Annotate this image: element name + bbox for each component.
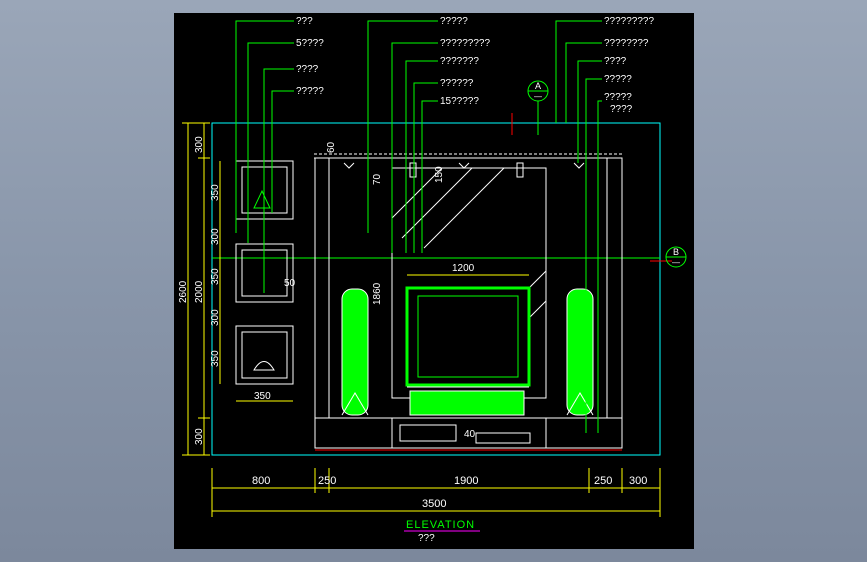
dim-250-left: 250 xyxy=(318,475,336,487)
callouts-center: ????? ????????? ??????? ?????? 15????? xyxy=(440,16,490,107)
callout-center-2: ????????? xyxy=(440,38,490,49)
svg-text:—: — xyxy=(534,92,542,101)
callout-center-5: 15????? xyxy=(440,96,479,107)
section-marker-a[interactable]: A — xyxy=(527,80,549,135)
section-marker-b[interactable]: B — xyxy=(665,246,687,268)
callout-left-3: ???? xyxy=(296,64,319,75)
callout-right-5: ????? xyxy=(604,92,632,103)
header-beam xyxy=(314,153,622,159)
dim-1200: 1200 xyxy=(452,263,475,274)
svg-text:A: A xyxy=(535,81,541,91)
title-subtitle: ??? xyxy=(418,533,435,544)
callout-right-6: ???? xyxy=(610,104,633,115)
bottom-dimension-lines xyxy=(211,468,661,517)
left-dimension-lines xyxy=(182,122,221,456)
dim-1860: 1860 xyxy=(372,282,383,305)
tv-cabinet xyxy=(314,417,623,451)
dim-niche-3: 350 xyxy=(210,350,221,367)
svg-text:—: — xyxy=(672,258,680,267)
inner-dimension-text: 60 70 150 1200 1860 50 350 40 xyxy=(254,141,476,440)
bottom-dimension-text: 800 250 1900 250 300 3500 xyxy=(252,475,647,510)
dim-1900: 1900 xyxy=(454,475,478,487)
dim-2000: 2000 xyxy=(194,280,205,303)
callout-left-2: 5???? xyxy=(296,38,324,49)
callout-center-3: ??????? xyxy=(440,56,479,67)
svg-text:B: B xyxy=(673,247,679,257)
centerlines xyxy=(511,113,672,262)
dim-150: 150 xyxy=(434,166,445,183)
dim-70: 70 xyxy=(372,173,383,185)
dim-40: 40 xyxy=(464,429,476,440)
leader-lines xyxy=(235,20,602,433)
dim-2600: 2600 xyxy=(178,280,189,303)
dim-niche-2: 350 xyxy=(210,268,221,285)
dim-niche-1: 350 xyxy=(210,184,221,201)
television xyxy=(405,286,531,416)
elevation-drawing: ??? 5???? ???? ????? ????? ????????? ???… xyxy=(178,16,687,544)
dim-50: 50 xyxy=(284,278,296,289)
left-dimension-text: 2600 300 2000 300 350 300 350 300 350 xyxy=(178,136,221,445)
inner-dimension-lines xyxy=(236,274,529,402)
dim-3500: 3500 xyxy=(422,498,446,510)
callout-right-3: ???? xyxy=(604,56,627,67)
callouts-left: ??? 5???? ???? ????? xyxy=(296,16,324,97)
callout-left-4: ????? xyxy=(296,86,324,97)
dim-60: 60 xyxy=(326,141,337,153)
speaker-right xyxy=(566,288,594,416)
dim-bottom-300: 300 xyxy=(194,428,205,445)
dim-niche-width: 350 xyxy=(254,391,271,402)
callout-center-4: ?????? xyxy=(440,78,474,89)
callout-right-4: ????? xyxy=(604,74,632,85)
drawing-title: ELEVATION ??? xyxy=(404,519,480,544)
dim-300-right: 300 xyxy=(629,475,647,487)
dim-top-300: 300 xyxy=(194,136,205,153)
speaker-left xyxy=(341,288,369,416)
callout-left-1: ??? xyxy=(296,16,313,27)
dim-gap-2: 300 xyxy=(210,309,221,326)
dim-gap-1: 300 xyxy=(210,228,221,245)
dim-250-right: 250 xyxy=(594,475,612,487)
callout-right-2: ???????? xyxy=(604,38,649,49)
callouts-right: ????????? ???????? ???? ????? ????? ???? xyxy=(604,16,654,115)
spot-lights xyxy=(343,162,585,178)
cad-viewport[interactable]: ??? 5???? ???? ????? ????? ????????? ???… xyxy=(174,13,694,549)
callout-right-1: ????????? xyxy=(604,16,654,27)
callout-center-1: ????? xyxy=(440,16,468,27)
dim-800: 800 xyxy=(252,475,270,487)
title-elevation: ELEVATION xyxy=(406,519,475,531)
